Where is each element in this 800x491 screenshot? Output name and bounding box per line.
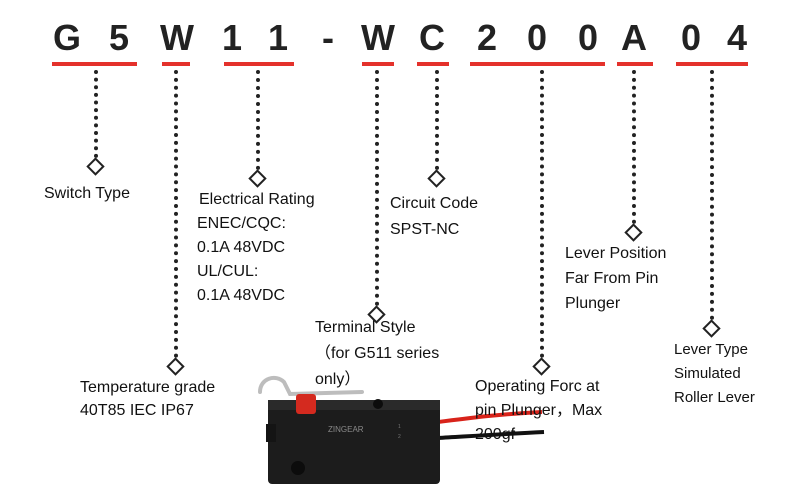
lever-arm [258, 375, 364, 397]
leader-terminal [375, 70, 379, 306]
wire-red [437, 410, 543, 424]
label-circuit-code-value: SPST-NC [390, 221, 460, 238]
label-switch-type: Switch Type [44, 185, 130, 202]
electrical-rating-line-3: UL/CUL: [197, 263, 259, 280]
terminal-style-line-3: only） [315, 371, 361, 388]
leader-circuit [435, 70, 439, 170]
leader-operating-force [540, 70, 544, 358]
svg-text:2: 2 [398, 434, 401, 440]
operating-force-line-2: pin Plunger，Max [475, 402, 603, 419]
electrical-rating-line-2: 0.1A 48VDC [197, 239, 286, 256]
mount-hole-right [373, 399, 383, 409]
operating-force-line-1: Operating Forc at [475, 378, 600, 395]
operating-force-line-3: 200gf [475, 426, 516, 443]
leader-lever-type [710, 70, 714, 320]
node-electrical [248, 169, 267, 188]
underline-lever-type [676, 62, 748, 66]
lever-type-line-3: Roller Lever [674, 389, 755, 406]
node-lever-position [624, 223, 643, 242]
leader-switch-type [94, 70, 98, 158]
switch-body [268, 400, 440, 484]
node-lever-type [702, 319, 721, 338]
lever-position-line-3: Plunger [565, 295, 621, 312]
label-circuit-code-title: Circuit Code [390, 195, 479, 212]
code-char-8: C [419, 17, 445, 58]
terminal-style-line-2: （for G511 series [315, 345, 440, 362]
svg-text:1: 1 [398, 424, 401, 430]
code-char-9: 2 [476, 17, 498, 58]
underline-terminal [362, 62, 394, 66]
underline-circuit [417, 62, 449, 66]
code-char-14: 4 [726, 17, 748, 58]
micro-switch-image: ZINGEAR 1 2 [258, 375, 545, 484]
code-char-13: 0 [680, 17, 702, 58]
terminal-style-line-1: Terminal Style [315, 319, 416, 336]
leader-electrical [256, 70, 260, 170]
code-char-1: G [52, 17, 81, 58]
code-char-2: 5 [108, 17, 130, 58]
underline-switch-type [52, 62, 137, 66]
underline-operating-force [470, 62, 605, 66]
lever-position-line-2: Far From Pin [565, 270, 659, 287]
leader-lever-position [632, 70, 636, 224]
lever-position-line-1: Lever Position [565, 245, 667, 262]
code-char-3: W [160, 17, 194, 58]
node-switch-type [86, 157, 105, 176]
electrical-rating-line-1: ENEC/CQC: [197, 215, 286, 232]
underline-electrical [224, 62, 294, 66]
code-char-7: W [361, 17, 395, 58]
code-char-10: 0 [526, 17, 548, 58]
brand-marking: ZINGEAR [328, 425, 364, 434]
code-char-12: A [621, 17, 647, 58]
node-circuit [427, 169, 446, 188]
leader-temperature [174, 70, 178, 358]
underline-lever-position [617, 62, 653, 66]
lever-type-line-1: Lever Type [674, 341, 748, 358]
electrical-rating-line-4: 0.1A 48VDC [197, 287, 286, 304]
plunger [296, 394, 316, 414]
label-electrical-rating: Electrical Rating [199, 188, 315, 212]
temperature-grade-line-1: Temperature grade [80, 379, 216, 396]
mount-hole-left [291, 461, 305, 475]
lever-type-line-2: Simulated [674, 365, 741, 382]
code-char-6: - [322, 17, 334, 58]
underline-temperature [162, 62, 190, 66]
code-char-11: 0 [577, 17, 599, 58]
temperature-grade-line-2: 40T85 IEC IP67 [80, 402, 194, 419]
code-char-5: 1 [267, 17, 289, 58]
node-temperature [166, 357, 185, 376]
code-char-4: 1 [221, 17, 243, 58]
electrical-rating-title: Electrical Rating [199, 191, 315, 208]
wire-black [437, 430, 545, 440]
